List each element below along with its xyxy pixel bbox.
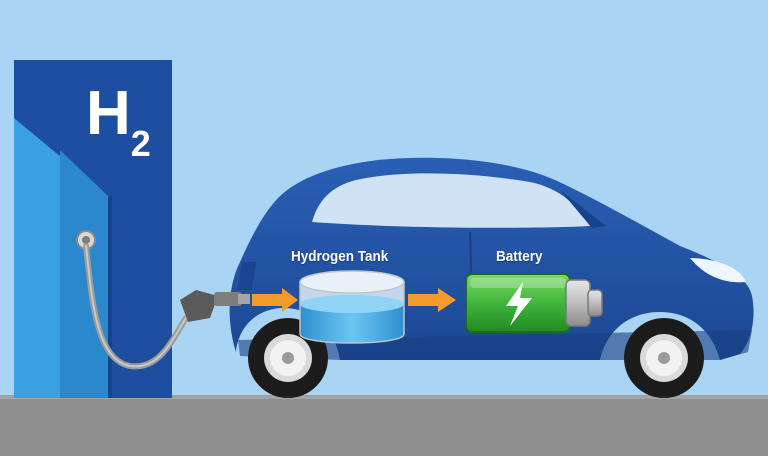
fuel-nozzle (180, 290, 250, 322)
flow-arrow-2 (408, 288, 456, 312)
battery (465, 273, 603, 333)
battery-label: Battery (496, 248, 543, 265)
hydrogen-tank-label: Hydrogen Tank (291, 248, 389, 265)
front-wheel (624, 318, 704, 398)
h2-label: H2 (86, 78, 151, 164)
ground-edge (0, 395, 768, 399)
hydrogen-tank (299, 270, 405, 344)
h2-label-subscript: 2 (130, 123, 151, 164)
lightning-bolt-icon (506, 282, 532, 326)
flow-arrow-1 (252, 288, 298, 312)
h2-label-main: H (86, 79, 131, 148)
ground (0, 397, 768, 456)
hydrogen-station (14, 60, 172, 398)
headlight (690, 258, 746, 283)
car-window (312, 173, 590, 228)
